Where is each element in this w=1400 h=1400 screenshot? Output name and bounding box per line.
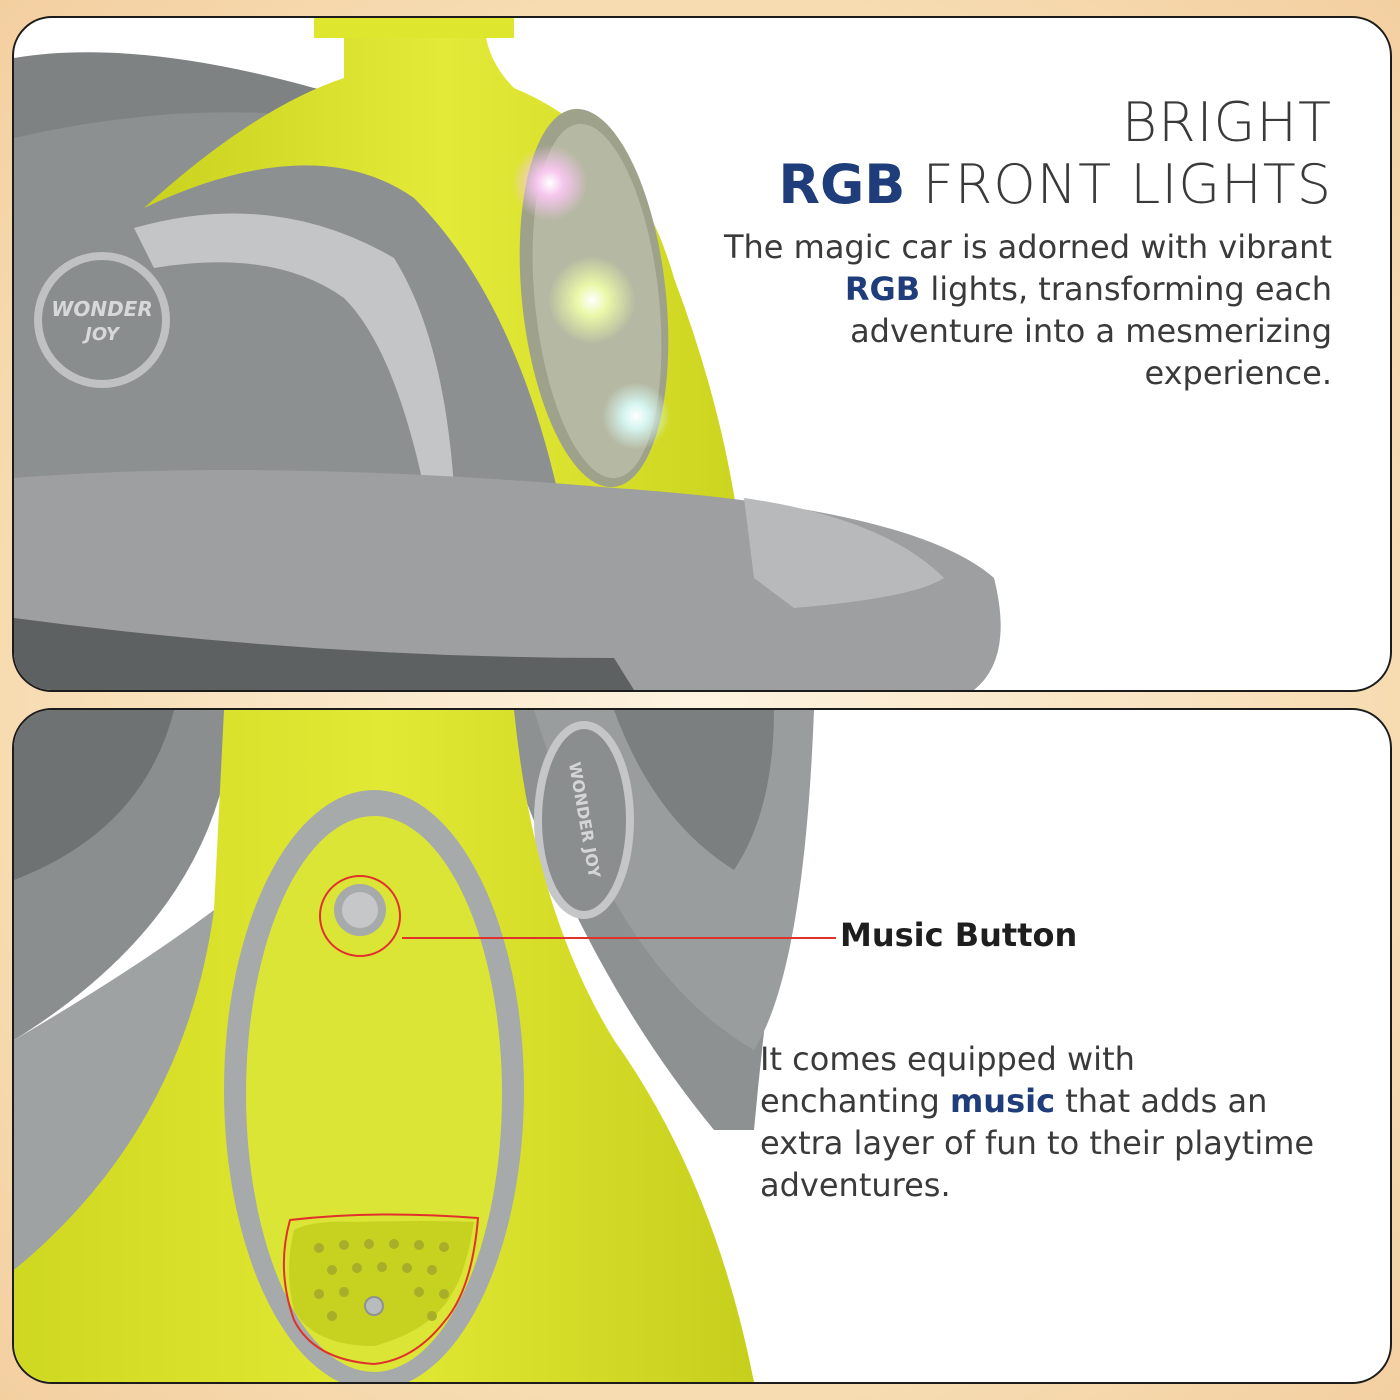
music-desc-highlight: music xyxy=(949,1082,1056,1120)
music-button-panel: WONDER JOY Music Button It comes equippe… xyxy=(12,708,1392,1384)
car-top-illustration: WONDER JOY xyxy=(14,710,1390,1382)
music-description: It comes equipped with enchanting music … xyxy=(760,1038,1320,1206)
lights-desc-part2: lights, transforming each adventure into… xyxy=(850,270,1332,392)
lights-desc-part1: The magic car is adorned with vibrant xyxy=(723,228,1332,266)
headline-bright: BRIGHT xyxy=(1121,91,1332,154)
lights-description: The magic car is adorned with vibrant RG… xyxy=(692,226,1332,394)
lights-desc-highlight: RGB xyxy=(844,270,921,308)
rgb-lights-panel: WONDER JOY baybee BRIGHT RGB FRONT LIGHT… xyxy=(12,16,1392,692)
emblem-text-bottom: JOY xyxy=(82,324,121,345)
music-desc-part2: that adds an extra layer of fun to their… xyxy=(760,1082,1315,1204)
emblem-text-top: WONDER xyxy=(51,297,152,321)
headline-accent: RGB xyxy=(778,153,906,216)
car-front-illustration: WONDER JOY baybee xyxy=(14,18,1001,690)
music-desc-part1: It comes equipped with enchanting xyxy=(760,1040,1135,1120)
music-button-label: Music Button xyxy=(840,916,1078,954)
headline-rgb-front-lights: RGB FRONT LIGHTS xyxy=(778,158,1332,212)
headline-rest: FRONT LIGHTS xyxy=(922,153,1332,216)
